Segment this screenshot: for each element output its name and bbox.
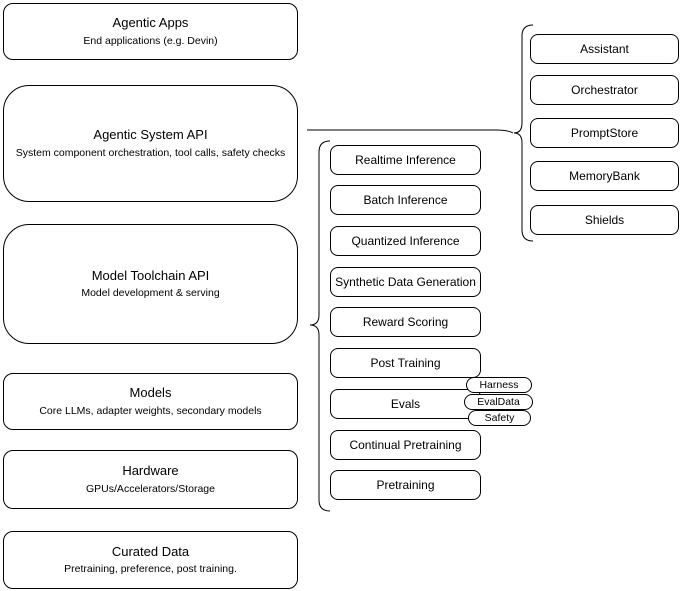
system-component-memorybank: MemoryBank (530, 161, 679, 191)
system-component-promptstore: PromptStore (530, 118, 679, 148)
system-component-shields: Shields (530, 205, 679, 235)
layer-title: Agentic Apps (112, 15, 189, 30)
layer-box-curated-data: Curated Data Pretraining, preference, po… (3, 531, 298, 589)
toolchain-brace (309, 140, 331, 512)
system-component-assistant: Assistant (530, 34, 679, 64)
toolchain-item-realtime-inference: Realtime Inference (330, 145, 481, 175)
layer-title: Hardware (122, 463, 179, 478)
layer-subtitle: Core LLMs, adapter weights, secondary mo… (39, 404, 262, 417)
toolchain-item-evals: Evals (330, 389, 481, 419)
layer-title: Model Toolchain API (91, 267, 210, 283)
toolchain-item-continual-pretraining: Continual Pretraining (330, 430, 481, 460)
api-to-components-connector (307, 129, 514, 134)
system-component-orchestrator: Orchestrator (530, 75, 679, 105)
layer-box-agentic-apps: Agentic Apps End applications (e.g. Devi… (3, 3, 298, 60)
layer-subtitle: System component orchestration, tool cal… (15, 146, 286, 159)
layer-title: Models (129, 385, 172, 400)
layer-box-model-toolchain-api: Model Toolchain API Model development & … (3, 224, 298, 344)
toolchain-item-synthetic-data-generation: Synthetic Data Generation (330, 267, 481, 297)
layer-subtitle: Model development & serving (81, 287, 220, 300)
toolchain-item-quantized-inference: Quantized Inference (330, 226, 481, 256)
layer-title: Curated Data (111, 543, 190, 559)
layer-subtitle: GPUs/Accelerators/Storage (86, 482, 215, 495)
toolchain-item-reward-scoring: Reward Scoring (330, 307, 481, 337)
layer-subtitle: Pretraining, preference, post training. (64, 563, 237, 576)
layer-box-models: Models Core LLMs, adapter weights, secon… (3, 373, 298, 430)
eval-tag-evaldata: EvalData (464, 394, 533, 410)
layer-title: Agentic System API (93, 127, 208, 142)
eval-tag-harness: Harness (466, 377, 532, 393)
toolchain-item-batch-inference: Batch Inference (330, 185, 481, 215)
toolchain-item-pretraining: Pretraining (330, 470, 481, 500)
layer-box-agentic-system-api: Agentic System API System component orch… (3, 85, 298, 202)
layer-box-hardware: Hardware GPUs/Accelerators/Storage (3, 450, 298, 509)
layer-subtitle: End applications (e.g. Devin) (83, 34, 218, 47)
toolchain-item-post-training: Post Training (330, 348, 481, 378)
eval-tag-safety: Safety (468, 410, 531, 426)
